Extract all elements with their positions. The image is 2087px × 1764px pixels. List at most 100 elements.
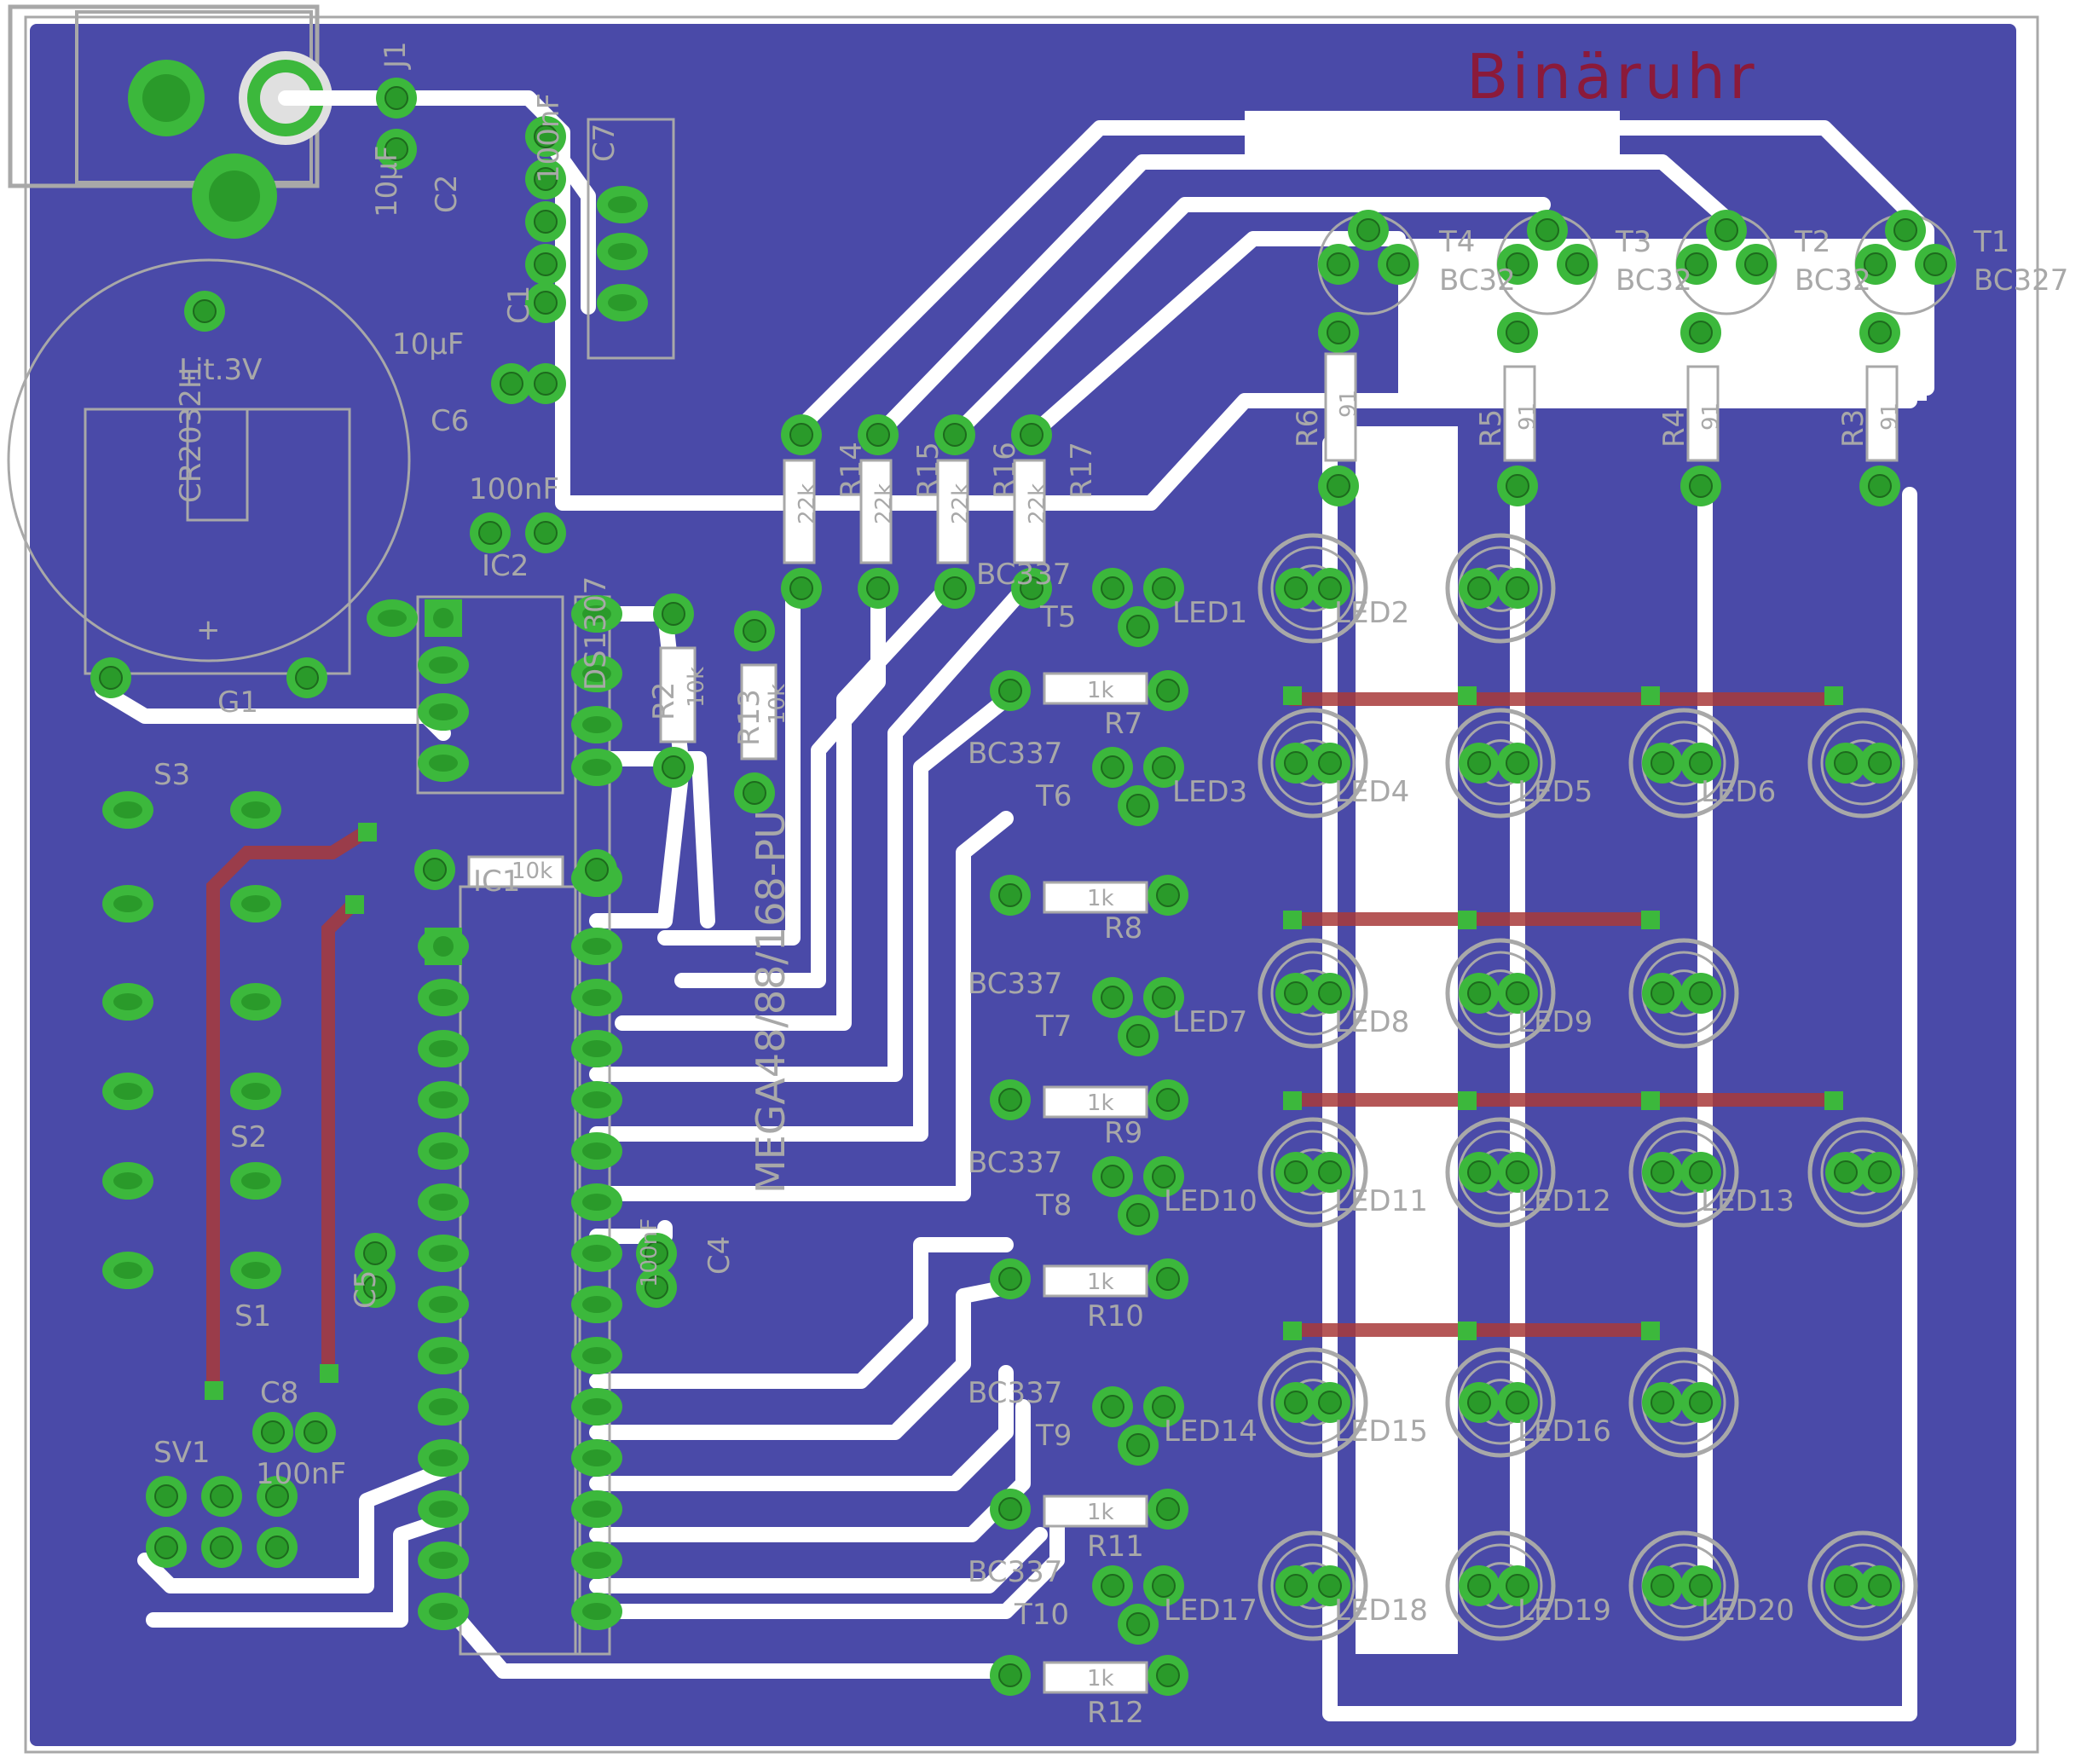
label-r7: R7 [1104,707,1142,741]
copper-pours [1245,111,1927,1654]
label-t1: T1 [1973,225,2009,259]
label-r12: R12 [1087,1696,1144,1730]
label-t7: T7 [1035,1009,1072,1044]
label-r3: R3 [1836,409,1870,448]
label-r11: R11 [1087,1530,1144,1564]
label-s2: S2 [230,1120,267,1154]
label-r7-val: 1k [1087,678,1114,703]
label-r9: R9 [1104,1116,1142,1150]
label-led12: LED12 [1518,1184,1611,1218]
label-r16-val: 22k [948,483,974,524]
label-led5: LED5 [1518,775,1593,809]
label-ic2-cap: 100nF [469,472,559,506]
label-led13: LED13 [1701,1184,1795,1218]
label-c1: C1 [502,286,536,324]
label-r15: R15 [911,442,945,499]
label-c8-val: 100nF [256,1457,346,1491]
label-r16: R16 [988,442,1022,499]
label-led3: LED3 [1172,775,1247,809]
vias [205,686,1843,1400]
label-s1: S1 [234,1299,271,1333]
label-t3-type: BC32 [1616,263,1692,298]
label-r4: R4 [1657,409,1691,448]
label-r13-val: 10k [765,684,790,725]
label-r9-val: 1k [1087,1090,1114,1116]
label-r6-val: 91 [1336,390,1361,418]
label-r14-val: 22k [795,483,820,524]
label-c3-val: 100nF [637,1218,662,1287]
label-led11: LED11 [1334,1184,1428,1218]
label-r15-val: 22k [871,483,897,524]
label-c7: C7 [587,124,621,162]
label-battery: Lit.3V [179,353,262,387]
label-ic1: IC1 [473,865,520,899]
label-led10: LED10 [1164,1184,1257,1218]
label-r8-val: 1k [1087,886,1114,911]
board-title: Binäruhr [1466,41,1758,113]
label-led19: LED19 [1518,1593,1611,1628]
label-r6: R6 [1291,409,1325,448]
label-r2-val: 10k [684,667,709,708]
label-t9-type: BC337 [968,1376,1062,1410]
label-t7-type: BC337 [968,967,1062,1001]
label-r11-val: 1k [1087,1500,1114,1525]
label-r14: R14 [835,442,869,499]
label-plus: + [196,613,221,647]
board-edge [24,15,2039,1754]
label-ic2: IC2 [482,549,529,583]
label-c2-val: 10µF [370,146,404,217]
label-t2-type: BC32 [1795,263,1871,298]
label-r4-val: 91 [1698,402,1724,431]
label-t10: T10 [1014,1598,1069,1632]
label-led14: LED14 [1164,1414,1257,1449]
label-battery-type: CR2032H [174,367,208,503]
label-led9: LED9 [1518,1005,1593,1039]
label-c6: C6 [431,404,469,438]
label-t10-type: BC337 [968,1555,1062,1589]
label-ic1-val: 10k [512,859,552,884]
label-led16: LED16 [1518,1414,1611,1449]
label-led18: LED18 [1334,1593,1428,1628]
label-t8: T8 [1035,1189,1072,1223]
label-t6-type: BC337 [968,737,1062,771]
label-r10-val: 1k [1087,1270,1114,1295]
label-r5-val: 91 [1515,402,1541,431]
label-led2: LED2 [1334,596,1409,630]
label-r17-val: 22k [1025,483,1050,524]
label-t8-type: BC337 [968,1146,1062,1180]
label-t4: T4 [1438,225,1475,259]
label-t9: T9 [1035,1419,1072,1453]
label-j1: J1 [379,41,413,70]
label-t5-type: BC337 [976,558,1071,592]
label-led7: LED7 [1172,1005,1247,1039]
label-led1: LED1 [1172,596,1247,630]
label-ds1307: DS1307 [579,576,613,691]
label-c8: C8 [260,1376,298,1410]
label-t4-type: BC32 [1439,263,1516,298]
label-r10: R10 [1087,1299,1144,1333]
label-c2: C2 [430,175,464,213]
label-led6: LED6 [1701,775,1776,809]
label-r5: R5 [1474,409,1508,448]
resistor-bodies [467,352,1899,1694]
label-g1: G1 [217,685,258,720]
label-led4: LED4 [1334,775,1409,809]
label-c7-val: 100nF [532,93,566,183]
label-sv1: SV1 [153,1436,210,1470]
label-r13: R13 [732,689,766,746]
label-t5: T5 [1039,600,1076,634]
battery-holder [7,258,411,675]
label-led8: LED8 [1334,1005,1409,1039]
label-led20: LED20 [1701,1593,1795,1628]
label-t1-type: BC327 [1974,263,2068,298]
label-r12-val: 1k [1087,1666,1114,1692]
label-r3-val: 91 [1877,402,1903,431]
label-t6: T6 [1035,779,1072,813]
label-c1-val: 10µF [392,327,464,361]
label-r8: R8 [1104,911,1142,946]
label-c4: C4 [702,1236,737,1275]
label-t2: T2 [1794,225,1830,259]
label-r2: R2 [647,682,681,720]
label-s3: S3 [153,758,190,792]
